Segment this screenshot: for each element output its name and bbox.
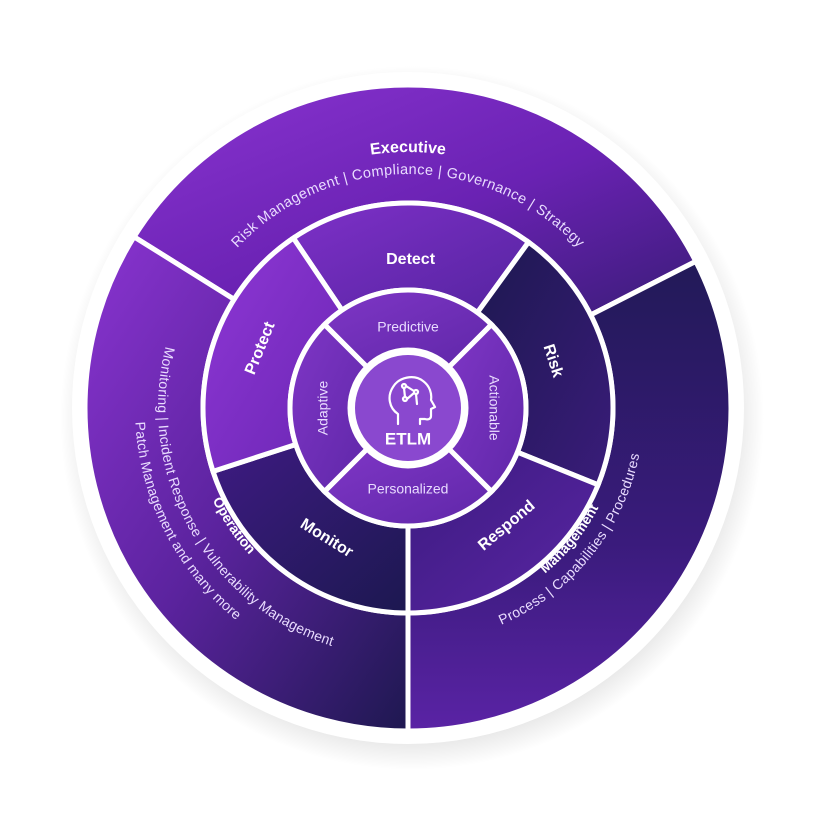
personalized-label: Personalized (368, 481, 449, 497)
predictive-label: Predictive (377, 319, 439, 335)
center-hub (355, 355, 461, 461)
center-label: ETLM (385, 429, 431, 448)
brain-head-icon (388, 376, 437, 426)
wheel-segments (82, 82, 734, 734)
adaptive-label: Adaptive (315, 381, 331, 436)
inner-ring-labels: Predictive Actionable Personalized Adapt… (315, 319, 503, 497)
detect-label: Detect (386, 251, 436, 268)
actionable-label: Actionable (486, 375, 502, 441)
